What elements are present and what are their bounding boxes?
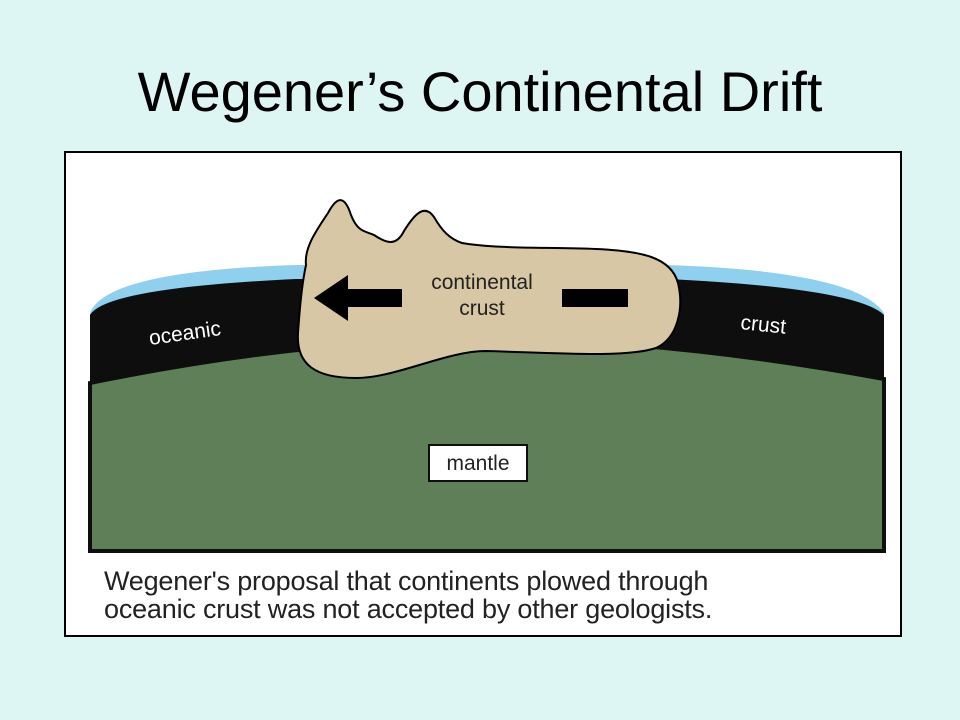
- label-crust: crust: [739, 311, 787, 339]
- figure-caption: Wegener's proposal that continents plowe…: [104, 567, 884, 623]
- continental-drift-diagram: continental crust oceanic crust mantle: [88, 199, 886, 553]
- label-continental: continental: [431, 271, 533, 294]
- continental-crust: [296, 199, 682, 380]
- caption-line-1: Wegener's proposal that continents plowe…: [104, 566, 709, 596]
- slide-title: Wegener’s Continental Drift: [137, 60, 823, 123]
- mantle-label-box: [428, 444, 528, 482]
- label-continental-crust: crust: [459, 297, 505, 320]
- left-arrow-icon: [314, 275, 402, 321]
- arrow-tail-bar: [562, 289, 628, 307]
- label-mantle: mantle: [446, 452, 509, 475]
- caption-line-2: oceanic crust was not accepted by other …: [104, 594, 713, 624]
- diagram-figure: continental crust oceanic crust mantle W…: [64, 151, 902, 637]
